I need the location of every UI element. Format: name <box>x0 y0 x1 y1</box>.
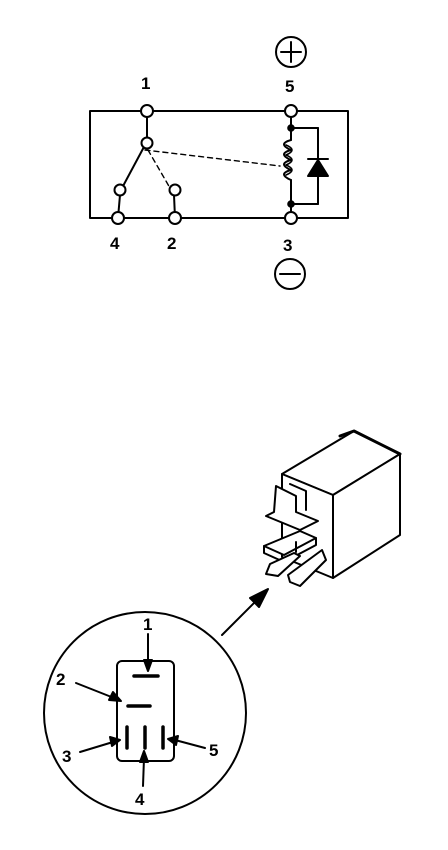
blade-upper <box>265 485 319 531</box>
relay-housing-outline <box>89 110 349 219</box>
terminal-label-3: 3 <box>283 236 292 255</box>
detail-leader-arrow <box>221 588 269 636</box>
connector-detail <box>43 611 247 815</box>
terminal-5 <box>284 104 298 118</box>
magnifier-circle <box>43 611 247 815</box>
pin-label-3: 3 <box>62 747 71 766</box>
relay-body-drawing <box>263 429 402 587</box>
diode <box>287 124 329 208</box>
mechanical-linkage <box>144 149 281 167</box>
terminal-1 <box>140 104 154 118</box>
terminal-3 <box>284 211 298 225</box>
relay-side-face <box>332 453 401 579</box>
terminal-2 <box>168 211 182 225</box>
terminal-label-1: 1 <box>141 74 150 93</box>
pin-label-4: 4 <box>135 790 145 809</box>
terminal-label-5: 5 <box>285 77 294 96</box>
blade-lower-right <box>287 549 327 587</box>
negative-symbol <box>274 258 306 290</box>
pin-label-2: 2 <box>56 670 65 689</box>
pin-label-1: 1 <box>143 615 152 634</box>
switch <box>113 110 281 219</box>
terminal-label-4: 4 <box>110 234 120 253</box>
blade-lower-left <box>265 552 301 577</box>
pin-label-5: 5 <box>209 741 218 760</box>
terminal-4 <box>111 211 125 225</box>
positive-symbol <box>275 36 307 68</box>
relay-schematic <box>89 36 349 290</box>
terminal-label-2: 2 <box>167 234 176 253</box>
